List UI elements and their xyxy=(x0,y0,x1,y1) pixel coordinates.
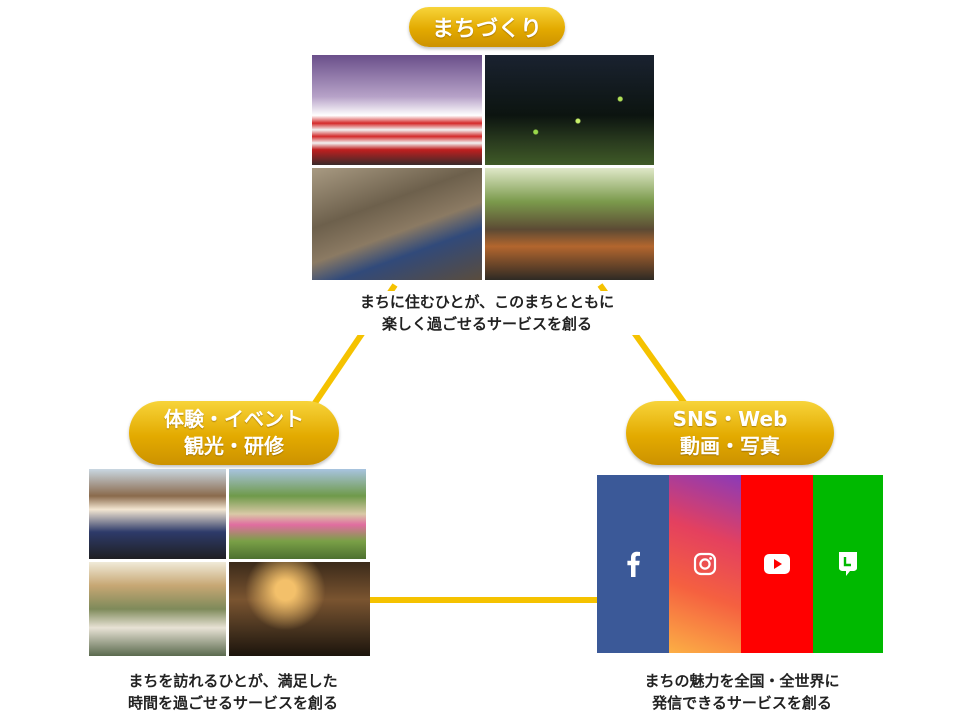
experience-caption: まちを訪れるひとが、満足した 時間を過ごせるサービスを創る xyxy=(88,670,378,714)
summer-festival-photo xyxy=(312,55,482,165)
people-greeting-photo xyxy=(89,469,226,559)
youtube-icon xyxy=(764,554,790,574)
sns-caption-line2: 発信できるサービスを創る xyxy=(652,694,832,712)
sns-label-line2: 動画・写真 xyxy=(680,434,780,458)
line-icon xyxy=(839,552,857,576)
town-development-label: まちづくり xyxy=(409,7,565,47)
town-caption-line1: まちに住むひとが、このまちとともに xyxy=(359,293,615,311)
zipline-photo xyxy=(89,562,226,656)
experience-events-label: 体験・イベント 観光・研修 xyxy=(129,401,339,465)
sns-label-line1: SNS・Web xyxy=(672,407,788,431)
forest-workshop-photo xyxy=(312,168,482,280)
town-development-caption: まちに住むひとが、このまちとともに 楽しく過ごせるサービスを創る xyxy=(322,291,652,335)
instagram-panel[interactable] xyxy=(669,475,741,653)
indoor-gathering-photo xyxy=(229,562,370,656)
experience-caption-line2: 時間を過ごせるサービスを創る xyxy=(127,694,338,712)
experience-label-line1: 体験・イベント xyxy=(164,407,304,431)
vegetable-harvest-photo xyxy=(229,469,366,559)
bamboo-building-photo xyxy=(485,168,654,280)
fireflies-photo xyxy=(485,55,654,165)
line-panel[interactable] xyxy=(813,475,883,653)
youtube-panel[interactable] xyxy=(741,475,813,653)
town-caption-line2: 楽しく過ごせるサービスを創る xyxy=(381,315,592,333)
town-development-text: まちづくり xyxy=(431,17,542,42)
instagram-icon xyxy=(693,552,717,576)
experience-label-line2: 観光・研修 xyxy=(184,434,284,458)
experience-caption-line1: まちを訪れるひとが、満足した xyxy=(128,672,338,690)
sns-caption-line1: まちの魅力を全国・全世界に xyxy=(644,672,840,690)
facebook-panel[interactable] xyxy=(597,475,669,653)
facebook-icon xyxy=(627,551,640,577)
sns-web-label: SNS・Web 動画・写真 xyxy=(626,401,834,465)
sns-caption: まちの魅力を全国・全世界に 発信できるサービスを創る xyxy=(600,670,884,714)
